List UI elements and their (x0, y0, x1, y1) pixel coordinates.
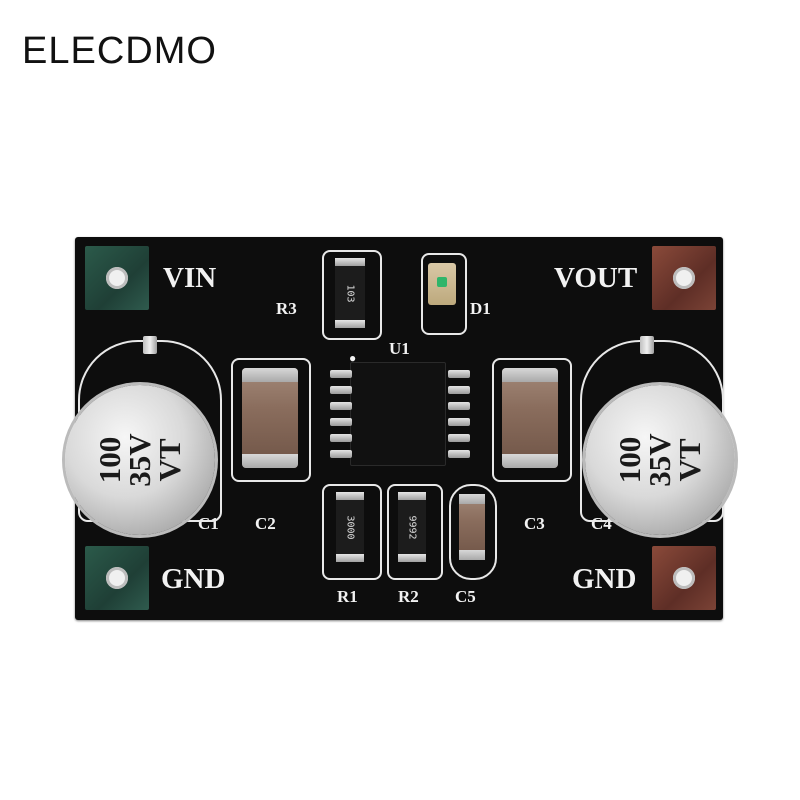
brand-logo-text: ELECDMO (22, 30, 217, 72)
r3-resistor: 103 (335, 258, 365, 328)
gnd-left-label: GND (161, 563, 226, 595)
gnd-right-hole (673, 567, 695, 589)
c2-terminal-top (242, 368, 298, 382)
u1-pin-left (330, 450, 352, 458)
c1-marking: 100 35V VT (92, 433, 187, 487)
r2-terminal-bottom (398, 554, 426, 562)
c3-outline (492, 358, 572, 482)
c5-terminal-bottom (459, 550, 485, 560)
c5-label: C5 (455, 587, 476, 606)
vin-hole (106, 267, 128, 289)
r3-marking: 103 (344, 283, 356, 303)
c5-capacitor (459, 494, 485, 560)
c2-label: C2 (255, 514, 276, 533)
gnd-left-hole (106, 567, 128, 589)
led-indicator (437, 277, 447, 287)
u1-pin-left (330, 370, 352, 378)
r2-marking: 9992 (406, 514, 418, 540)
u1-pin-right (448, 386, 470, 394)
d1-outline (421, 253, 467, 335)
vout-pad (652, 246, 716, 310)
vout-label: VOUT (554, 262, 638, 294)
c4-marking: 100 35V VT (612, 433, 707, 487)
c3-terminal-top (502, 368, 558, 382)
u1-pin-left (330, 434, 352, 442)
c2-outline (231, 358, 311, 482)
r1-terminal-top (336, 492, 364, 500)
c3-capacitor (502, 368, 558, 468)
r1-terminal-bottom (336, 554, 364, 562)
r3-terminal-bottom (335, 320, 365, 328)
r1-resistor: 3000 (336, 492, 364, 562)
vin-label: VIN (163, 262, 217, 294)
c1-electrolytic-capacitor: 100 35V VT (65, 385, 215, 535)
d1-label: D1 (470, 299, 491, 318)
r3-terminal-top (335, 258, 365, 266)
c1-lead (143, 336, 157, 354)
c2-terminal-bottom (242, 454, 298, 468)
vin-pad (85, 246, 149, 310)
gnd-left-pad (85, 546, 149, 610)
u1-label: U1 (389, 339, 410, 358)
c5-outline (449, 484, 497, 580)
r3-outline (322, 250, 382, 340)
r1-label: R1 (337, 587, 358, 606)
u1-pin-right (448, 450, 470, 458)
d1-led (428, 263, 456, 305)
r2-label: R2 (398, 587, 419, 606)
r3-label: R3 (276, 299, 297, 318)
gnd-right-pad (652, 546, 716, 610)
u1-pin-left (330, 402, 352, 410)
u1-pin-right (448, 402, 470, 410)
u1-pin-left (330, 418, 352, 426)
u1-pin-right (448, 434, 470, 442)
u1-pin-right (448, 418, 470, 426)
c2-capacitor (242, 368, 298, 468)
c3-label: C3 (524, 514, 545, 533)
c5-terminal-top (459, 494, 485, 504)
r2-outline (387, 484, 443, 580)
u1-pin-left (330, 386, 352, 394)
r1-outline (322, 484, 382, 580)
c4-electrolytic-capacitor: 100 35V VT (585, 385, 735, 535)
r2-resistor: 9992 (398, 492, 426, 562)
c3-terminal-bottom (502, 454, 558, 468)
r2-terminal-top (398, 492, 426, 500)
u1-chip (350, 362, 446, 466)
gnd-right-label: GND (572, 563, 637, 595)
r1-marking: 3000 (344, 514, 356, 540)
vout-hole (673, 267, 695, 289)
pin1-marker: ● (349, 351, 357, 365)
u1-pin-right (448, 370, 470, 378)
c4-lead (640, 336, 654, 354)
